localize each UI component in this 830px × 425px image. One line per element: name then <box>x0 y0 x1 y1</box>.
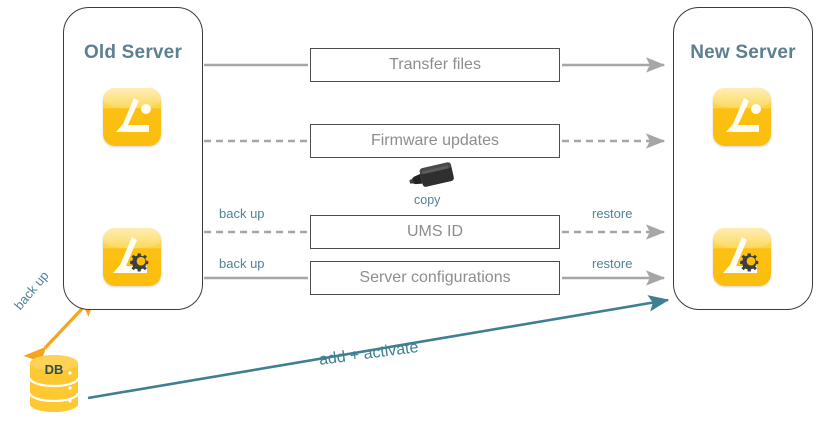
flow-label-server-configurations: Server configurations <box>359 269 511 286</box>
flow-label-transfer-files: Transfer files <box>389 56 481 73</box>
usb-stick-icon <box>405 160 461 192</box>
edge-label-restore-server-configurations: restore <box>592 256 633 271</box>
flow-box-transfer-files[interactable]: Transfer files <box>310 48 560 82</box>
flow-box-ums-id[interactable]: UMS ID <box>310 215 560 249</box>
flow-box-firmware-updates[interactable]: Firmware updates <box>310 124 560 158</box>
edge-label-restore-ums-id: restore <box>592 206 633 221</box>
db-back-up-label: back up <box>11 268 52 313</box>
old-server-title: Old Server <box>83 42 183 63</box>
new-server-ums-console-icon[interactable] <box>713 88 771 146</box>
add-activate-label: add + activate <box>318 338 420 369</box>
old-server-ums-admin-icon[interactable] <box>103 228 161 286</box>
old-server-ums-console-icon[interactable] <box>103 88 161 146</box>
edge-label-back-up-ums-id: back up <box>219 206 265 221</box>
flow-label-firmware-updates: Firmware updates <box>370 132 500 149</box>
usb-copy-label: copy <box>414 193 441 207</box>
new-server-ums-admin-icon[interactable] <box>713 228 771 286</box>
database-cylinder-icon <box>26 351 82 413</box>
flow-label-ums-id: UMS ID <box>407 223 463 240</box>
new-server-title: New Server <box>690 42 796 63</box>
edge-label-back-up-server-configurations: back up <box>219 256 265 271</box>
flow-box-server-configurations[interactable]: Server configurations <box>310 261 560 295</box>
